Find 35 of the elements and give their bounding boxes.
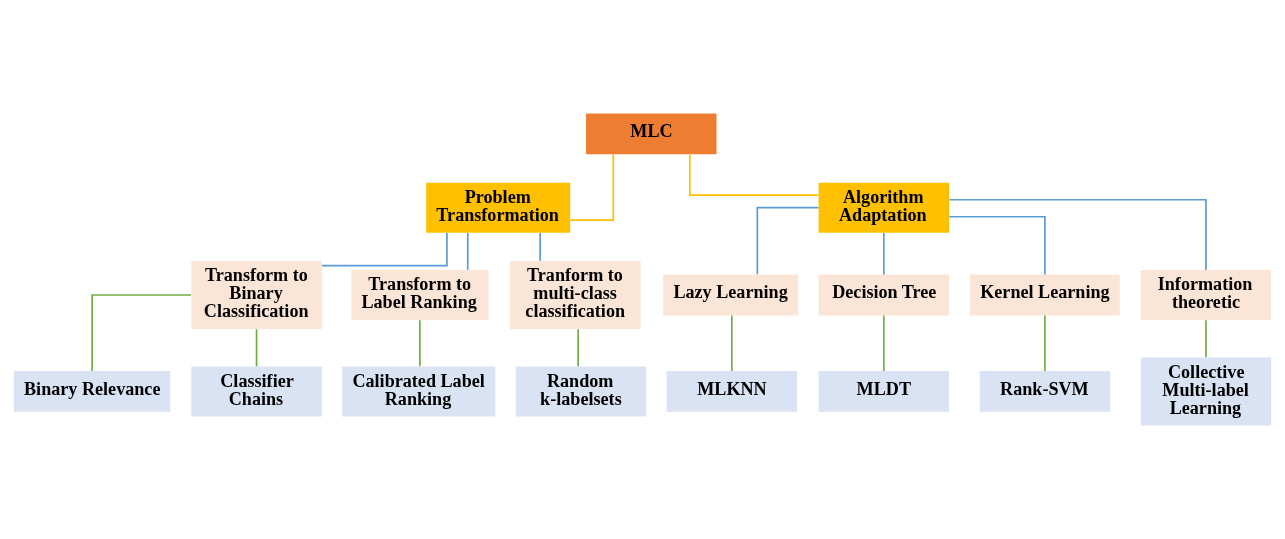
node-box: Algorithm Adaptation bbox=[818, 182, 950, 233]
connector bbox=[466, 232, 469, 271]
connector bbox=[539, 232, 541, 262]
connector bbox=[321, 232, 448, 267]
node-box: Lazy Learning bbox=[663, 274, 799, 316]
node-box: MLC bbox=[586, 113, 717, 155]
connector bbox=[91, 294, 192, 372]
node-box: Tranform to multi-class classification bbox=[510, 261, 641, 330]
node-box: Rank-SVM bbox=[979, 371, 1111, 412]
node-box: Binary Relevance bbox=[13, 371, 171, 412]
connector bbox=[1044, 314, 1046, 372]
connector bbox=[882, 314, 885, 372]
node-box: Information theoretic bbox=[1140, 270, 1272, 320]
node-box: Calibrated Label Ranking bbox=[342, 366, 496, 417]
node-box: Problem Transformation bbox=[426, 182, 571, 233]
node-box: MLDT bbox=[818, 371, 950, 412]
node-box: Kernel Learning bbox=[970, 274, 1120, 316]
connector bbox=[569, 153, 615, 221]
node-box: Decision Tree bbox=[818, 274, 950, 316]
node-box: Transform to Binary Classification bbox=[191, 261, 322, 330]
connector bbox=[948, 198, 1207, 271]
connector bbox=[419, 319, 421, 368]
connector bbox=[689, 153, 819, 197]
connector bbox=[577, 328, 579, 368]
connector bbox=[756, 206, 820, 276]
node-box: Transform to Label Ranking bbox=[351, 270, 489, 320]
connector bbox=[948, 215, 1046, 276]
connector bbox=[730, 314, 733, 372]
node-box: Random k-labelsets bbox=[515, 366, 647, 417]
connector bbox=[255, 328, 258, 368]
connector bbox=[1205, 319, 1207, 359]
node-box: Classifier Chains bbox=[191, 366, 322, 417]
connector bbox=[882, 232, 885, 276]
node-box: Collective Multi-label Learning bbox=[1140, 357, 1272, 426]
node-box: MLKNN bbox=[666, 371, 798, 412]
